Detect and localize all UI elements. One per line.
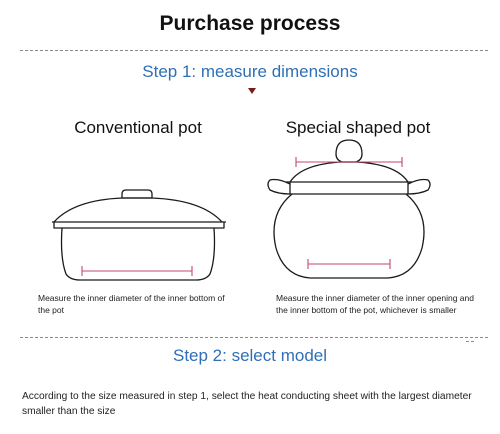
down-arrow-icon xyxy=(248,88,256,94)
special-pot-icon xyxy=(267,139,431,279)
conventional-pot-heading: Conventional pot xyxy=(74,118,202,137)
page-title: Purchase process xyxy=(159,12,341,35)
step2-heading: Step 2: select model xyxy=(172,346,328,365)
step1-heading: Step 1: measure dimensions xyxy=(142,62,358,81)
divider-middle xyxy=(20,337,488,338)
conventional-pot-caption: Measure the inner diameter of the inner … xyxy=(38,293,225,315)
divider-top xyxy=(20,50,488,51)
conventional-pot-icon xyxy=(52,189,226,281)
special-pot-heading: Special shaped pot xyxy=(285,118,431,137)
instruction-text: According to the size measured in step 1… xyxy=(22,391,472,417)
divider-mark xyxy=(466,341,474,342)
special-pot-caption: Measure the inner diameter of the inner … xyxy=(276,293,474,315)
